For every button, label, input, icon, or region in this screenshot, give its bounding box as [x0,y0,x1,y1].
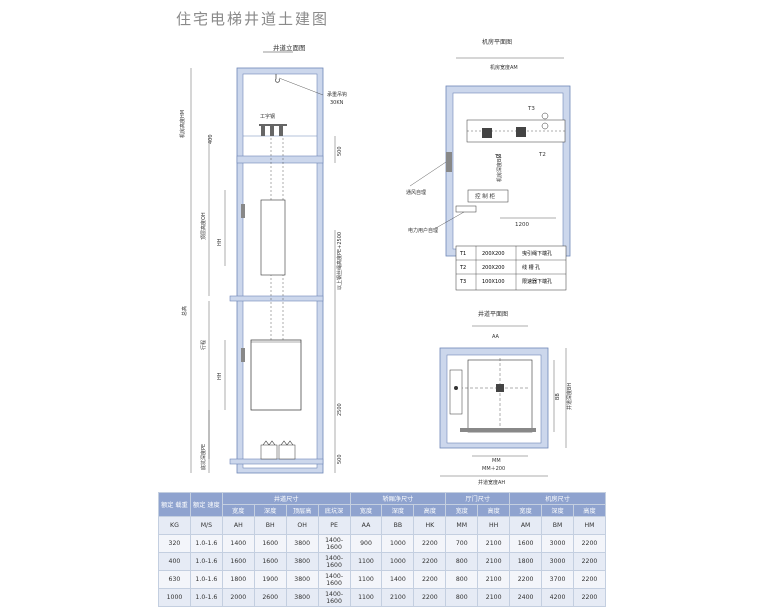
dim-400: 400 [208,134,214,144]
header-cell: 高度 [413,504,447,517]
dim-500b: 500 [337,454,343,464]
beam-label: 工字钢 [260,113,275,120]
t3-label: T3 [527,106,535,112]
rope-height-label: 以上钢丝绳高度PE+2500 [336,232,343,290]
hole-t1 [482,128,492,138]
hook-load: 30KN [330,100,344,106]
mm200-label: MM＋200 [482,466,505,472]
mm-label: MM [492,458,501,464]
header-cell: 厅门尺寸 [445,492,511,505]
dim-1200: 1200 [515,222,529,228]
header-cell: 井道尺寸 [221,492,351,505]
total-height-label: 总高 [181,306,188,316]
holes-table [455,245,567,291]
svg-text:T2: T2 [459,265,466,271]
header-cell: 顶层高 [285,504,319,517]
machine-height-label: 机房高度HM [179,110,186,138]
hh2-label: HH [217,372,223,380]
header-cell: 底坑深 [317,504,351,517]
power-label: 电力用户自理 [408,227,438,234]
bb-label: BB [555,393,561,400]
machine-width-label: 机房宽度AM [490,64,518,71]
header-cell: 额定 速度 [189,492,223,517]
vent-label: 通风自理 [406,189,426,196]
svg-text:200X200: 200X200 [482,265,505,271]
hook-label: 承重吊钩 [327,91,347,98]
svg-text:线 槽 孔: 线 槽 孔 [522,264,540,271]
header-cell: 宽度 [349,504,383,517]
header-cell: 额定 载重 [158,492,191,517]
elevator-car [250,339,302,411]
header-cell: 深度 [381,504,415,517]
header-cell: 高度 [477,504,511,517]
header-cell: 宽度 [445,504,479,517]
shaft-elevation-diagram: 井道立面图 工字钢 承重吊钩 30KN 机房高度HM 400 顶层高度OH HH… [179,43,347,474]
header-cell: 宽度 [509,504,543,517]
top-height-label: 顶层高度OH [200,212,207,240]
header-cell: 高度 [572,504,607,517]
travel-label: 行程 [200,340,207,350]
svg-text:200X200: 200X200 [482,251,505,257]
t2-label: T2 [538,152,546,158]
table-header-row-1: 额定 载重 额定 速度 井道尺寸 轿厢净尺寸 厅门尺寸 机房尺寸 [158,492,606,517]
dim-2500: 2500 [337,403,343,416]
pit-label: 底坑深度PE [200,444,207,470]
shaft-plan-title: 井道平面图 [478,310,508,318]
page-title: 住宅电梯井道土建图 [176,10,330,28]
header-cell: 深度 [253,504,287,517]
aa-label: AA [492,334,500,340]
header-cell: 机房尺寸 [509,492,606,505]
svg-text:T1: T1 [459,251,466,257]
t1-label: T1 [494,154,502,160]
dim-500: 500 [337,146,343,156]
machine-room-plan: 机房平面图 机房宽度AM T3 T1 T2 机房深度BM 通风自理 控 制 柜 … [406,38,571,291]
machine-room-title: 机房平面图 [482,38,512,46]
elevation-title: 井道立面图 [273,43,306,52]
spec-table: 额定 载重 额定 速度 井道尺寸 轿厢净尺寸 厅门尺寸 机房尺寸 宽度 深度 顶… [158,492,607,607]
table-header-row-2: 宽度 深度 顶层高 底坑深 宽度 深度 高度 宽度 高度 宽度 深度 高度 [159,504,607,517]
hole-t2 [516,127,526,137]
counterweight [260,199,286,276]
machine-depth-label: 机房深度BM [496,154,503,182]
control-cabinet [467,189,509,203]
svg-text:限速器下端孔: 限速器下端孔 [522,278,552,285]
hh-label: HH [217,238,223,246]
header-cell: 宽度 [221,504,255,517]
shaft-plan-diagram: 井道平面图 AA BB 井道深度BH MM MM＋200 井道宽度AH [439,310,573,486]
svg-text:曳引绳下端孔: 曳引绳下端孔 [522,250,552,257]
control-label: 控 制 柜 [475,192,495,200]
header-cell: 轿厢净尺寸 [349,492,447,505]
svg-text:T3: T3 [459,279,466,285]
depth-label: 井道深度BH [566,383,573,410]
width-label: 井道宽度AH [478,479,505,486]
svg-text:100X100: 100X100 [482,279,505,285]
header-cell: 深度 [541,504,574,517]
